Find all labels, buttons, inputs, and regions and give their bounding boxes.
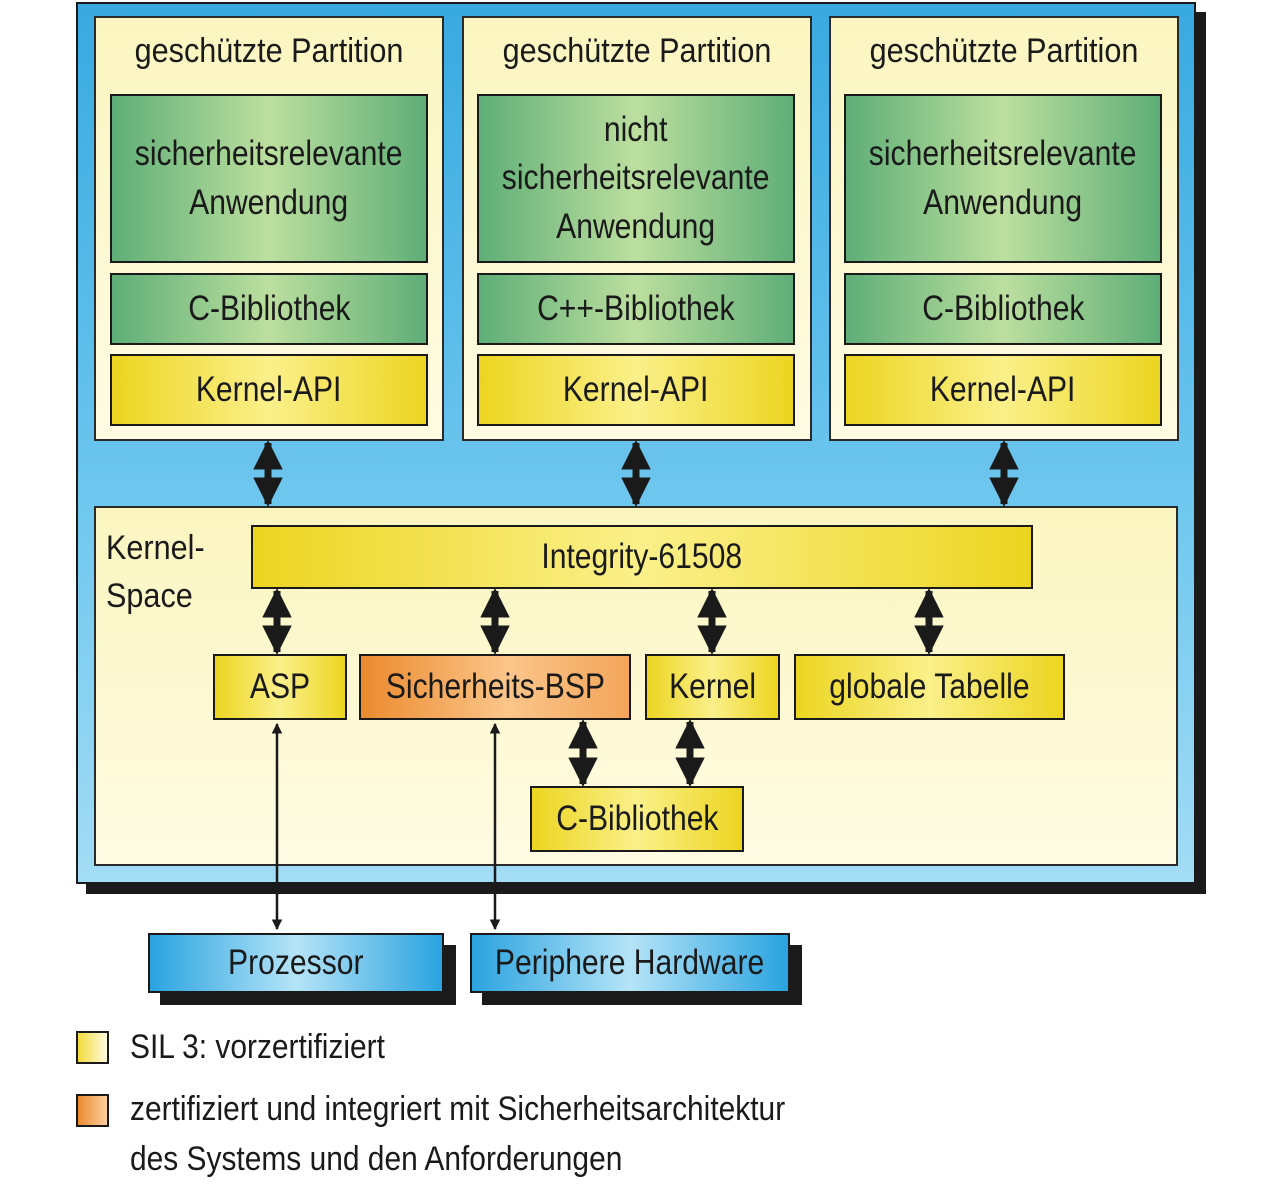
peripheral-hardware-box: Periphere Hardware [470, 933, 790, 993]
cpp-library: C++-Bibliothek [477, 273, 795, 345]
integrity-61508: Integrity-61508 [251, 525, 1033, 589]
safety-bsp-box: Sicherheits-BSP [359, 654, 631, 720]
legend-swatch-sil3 [76, 1031, 109, 1064]
partition-title: geschützte Partition [134, 32, 404, 70]
partition-title: geschützte Partition [502, 32, 772, 70]
c-library-3: C-Bibliothek [844, 273, 1162, 345]
global-table-box: globale Tabelle [794, 654, 1065, 720]
kernel-c-library-box: C-Bibliothek [530, 786, 744, 852]
asp-box: ASP [213, 654, 347, 720]
kernel-api-3: Kernel-API [844, 354, 1162, 426]
kernel-api-2: Kernel-API [477, 354, 795, 426]
kernel-api-1: Kernel-API [110, 354, 428, 426]
kernel-space-label: Kernel- Space [106, 529, 205, 615]
legend-swatch-certified [76, 1094, 109, 1127]
legend-text-certified: zertifiziert und integriert mit Sicherhe… [130, 1090, 786, 1178]
legend-text-sil3: SIL 3: vorzertifiziert [130, 1028, 385, 1066]
kernel-box: Kernel [645, 654, 780, 720]
partition-title: geschützte Partition [869, 32, 1139, 70]
processor-box: Prozessor [148, 933, 444, 993]
c-library-1: C-Bibliothek [110, 273, 428, 345]
